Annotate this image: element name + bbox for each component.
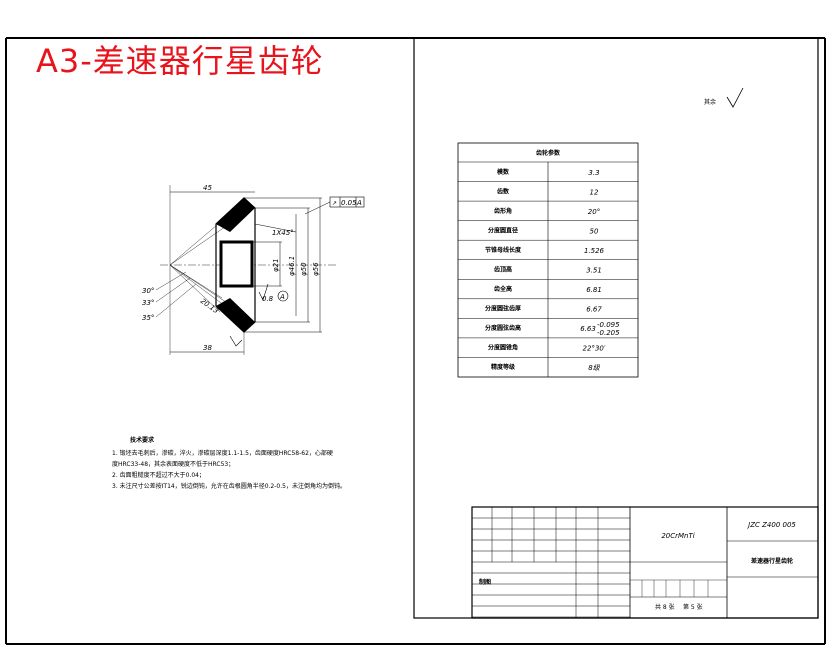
ray-1 (169, 221, 233, 266)
dim-chamfer: 1X45° (272, 229, 294, 237)
param-value: 6.63 (580, 325, 596, 333)
tech-req-line-1: 1. 锻坯去毛刺后，渗碳，淬火，渗碳层深度1.1-1.5，齿面硬度HRC58-6… (112, 449, 333, 457)
tech-requirements: 技术要求 1. 锻坯去毛刺后，渗碳，淬火，渗碳层深度1.1-1.5，齿面硬度HR… (112, 436, 346, 490)
param-label: 分度圆直径 (488, 226, 518, 234)
roughness-check-icon (726, 87, 744, 108)
tooth-section-lower (216, 298, 255, 332)
param-value: 6.81 (586, 286, 602, 294)
tech-req-line-2: 度HRC33-48，其余表面硬度不低于HRC53； (112, 460, 234, 468)
dim-dia-56: φ56 (312, 262, 320, 276)
material: 20CrMnTi (661, 532, 694, 540)
tolerance-symbol: ↗ (332, 200, 337, 207)
param-value: 20° (588, 208, 600, 216)
title-block-grid (472, 507, 709, 618)
dim-bottom-length: 38 (203, 344, 212, 352)
dim-dia-21: φ21 (272, 258, 280, 272)
drawing-number: JZC Z400 005 (746, 521, 796, 529)
gear-section-view: φ21 φ46.1 φ50 φ56 45 38 1X45° 30° 33° 35… (142, 184, 365, 355)
angle-30: 30° (142, 287, 154, 295)
param-label: 齿形角 (494, 207, 512, 215)
tech-req-line-3: 2. 齿面粗糙度不超过不大于0.04； (112, 471, 205, 479)
tolerance-datum: A (356, 199, 362, 207)
param-value: 22°30′ (583, 345, 606, 353)
param-value: 1.526 (584, 247, 605, 255)
ray-3 (169, 264, 223, 299)
params-table-header: 齿轮参数 (536, 149, 561, 157)
drawing-title: A3-差速器行星齿轮 (36, 42, 324, 80)
runout-arrow-icon (229, 335, 243, 347)
label-zhitu: 制图 (479, 578, 491, 586)
tolerance-value: 0.05 (341, 199, 357, 207)
ray-4 (169, 264, 221, 313)
param-label: 精度等级 (491, 363, 515, 371)
param-label: 分度圆弦齿高 (485, 324, 521, 332)
ray-2 (169, 264, 233, 307)
param-tol-upper: -0.095 (597, 321, 620, 329)
param-value: 3.3 (588, 169, 599, 177)
param-value: 50 (590, 227, 599, 235)
datum-label: A (279, 293, 285, 301)
tooth-section-upper (216, 198, 255, 232)
tech-req-heading: 技术要求 (130, 436, 155, 444)
tolerance-leader (304, 201, 331, 215)
param-label: 节锥母线长度 (485, 246, 522, 254)
param-value: 8级 (588, 364, 600, 372)
angle-35: 35° (142, 314, 154, 322)
param-tol-lower: -0.205 (597, 329, 620, 337)
datum-circle (277, 290, 289, 302)
angle-33: 33° (142, 299, 154, 307)
title-block: 20CrMnTi JZC Z400 005 差速器行星齿轮 制图 共 8 张 第… (471, 506, 819, 619)
tech-req-line-4: 3. 未注尺寸公差按IT14，锐边倒钝，允许在齿根圆角半径0.2-0.5，未注倒… (112, 482, 346, 490)
param-label: 齿数 (497, 187, 510, 195)
tolerance-frame: ↗ 0.05 A (304, 196, 365, 215)
roughness-symbol (258, 283, 269, 301)
param-label: 齿全高 (494, 285, 512, 293)
params-table: 齿轮参数 模数 3.3 齿数 12 齿形角 20° 分度圆直径 50 节锥母线长度 1.526 齿顶… (457, 142, 639, 378)
dim-dia-46: φ46.1 (288, 256, 296, 276)
param-label: 分度圆锥角 (488, 344, 518, 352)
dim-dia-50: φ50 (300, 262, 308, 276)
roughness-note: 其余 (704, 98, 716, 106)
param-label: 模数 (497, 168, 510, 176)
leader-35 (155, 283, 197, 318)
sheets-total: 共 8 张 (655, 603, 675, 611)
param-value: 12 (590, 188, 599, 196)
param-value: 6.67 (586, 306, 602, 314)
param-label: 分度圆弦齿厚 (485, 305, 521, 313)
param-label: 齿顶高 (494, 266, 512, 274)
chamfer-leader (254, 223, 297, 233)
param-value: 3.51 (586, 267, 602, 275)
rough-value: 0.8 (262, 295, 274, 303)
dim-top-length: 45 (203, 184, 212, 192)
part-name: 差速器行星齿轮 (751, 557, 793, 565)
bore (219, 240, 254, 288)
leader-33 (155, 277, 191, 303)
sheet-number: 第 5 张 (683, 603, 703, 611)
leader-30 (155, 271, 187, 291)
